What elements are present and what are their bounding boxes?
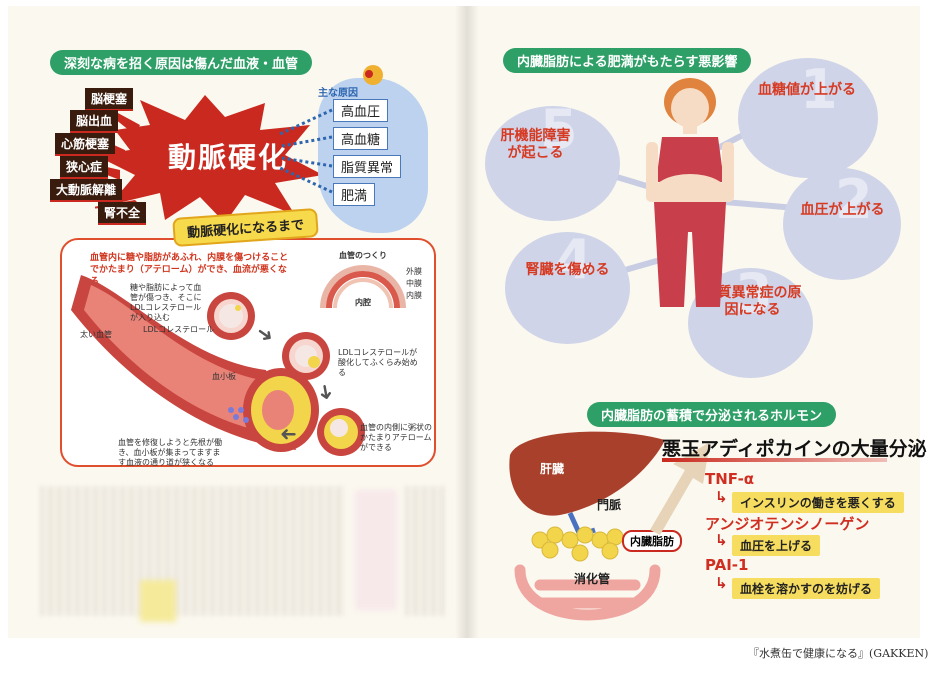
effect-label: 腎臓を傷める — [525, 262, 610, 278]
effect-label: 肝機能障害が起こる — [500, 128, 571, 161]
disease-tag: 狭心症 — [60, 156, 109, 179]
disease-tag: 心筋梗塞 — [55, 133, 116, 156]
disease-tag: 脳梗塞 — [85, 88, 134, 111]
cause-item: 高血糖 — [333, 127, 389, 150]
effect-bubble — [738, 58, 878, 178]
step2-text: LDLコレステロールが酸化してふくらみ始める — [338, 348, 418, 377]
blurred-body-text — [405, 486, 445, 616]
effect-number: 1 — [800, 58, 838, 121]
hormone-effect-arrow-icon: ↳ — [715, 488, 728, 506]
hormone-effect-arrow-icon: ↳ — [715, 574, 728, 592]
disease-tag: 脳出血 — [70, 110, 119, 133]
large-vessel-illustration — [71, 275, 319, 452]
causes-figure-icon — [363, 65, 383, 85]
vessel-structure-title: 血管のつくり — [339, 251, 387, 260]
cause-item: 脂質異常 — [333, 155, 402, 178]
main-causes-label: 主な原因 — [318, 88, 358, 99]
vessel-cross-section-step3 — [317, 408, 365, 456]
hormone-name: アンジオテンシノーゲン — [705, 515, 870, 533]
vessel-layer-label: 中膜 — [406, 279, 422, 288]
lumen-label: 内腔 — [355, 298, 371, 307]
hormone-effect: インスリンの働きを悪くする — [732, 492, 904, 513]
intestine-label: 消化管 — [574, 572, 611, 586]
headline-underline — [662, 458, 887, 462]
secretion-headline: 悪玉アディポカインの大量分泌 — [662, 438, 927, 460]
cause-item: 肥満 — [333, 183, 376, 206]
effect-label: 血糖値が上がる — [758, 82, 856, 98]
step4-text: 血管を修復しようと先根が働き、血小板が集まってますます血液の通り道が狭くなる — [118, 438, 222, 467]
book-fold — [455, 6, 479, 638]
right-section-title: 内臓脂肪による肥満がもたらす悪影響 — [503, 48, 752, 73]
visceral-fat-label: 内臓脂肪 — [622, 530, 682, 552]
disease-tag: 大動脈解離 — [50, 179, 123, 202]
left-section-title: 深刻な病を招く原因は傷んだ血液・血管 — [50, 50, 313, 75]
vessel-cross-section-step1 — [207, 292, 255, 340]
organ-illustration — [509, 431, 665, 621]
hormone-name: TNF-α — [705, 470, 755, 488]
step1-text: 糖や脂肪によって血管が傷つき、そこにLDLコレステロールが入り込む — [130, 283, 202, 322]
vessel-structure-diagram — [320, 265, 406, 309]
effect-label: 脂質異常症の原因になる — [703, 285, 802, 318]
platelet-label: 血小板 — [212, 372, 236, 381]
process-arrow-icon: ➜ — [280, 423, 297, 447]
ldl-label: LDLコレステロール — [143, 325, 215, 334]
hormone-section-title: 内臓脂肪の蓄積で分泌されるホルモン — [587, 402, 837, 427]
effect-bubble — [505, 232, 630, 344]
blurred-highlight — [140, 580, 176, 622]
hormone-effect-arrow-icon: ↳ — [715, 531, 728, 549]
vessel-cross-section-step2 — [282, 332, 330, 380]
step3-text: 血管の内側に粥状のかたまりアテロームができる — [360, 423, 432, 452]
cause-dotted-arrows — [279, 108, 333, 194]
secretion-arrow — [650, 442, 710, 535]
obese-person-illustration — [646, 78, 734, 307]
effect-number: 5 — [540, 98, 578, 161]
blurred-body-text — [40, 486, 345, 616]
hormone-name: PAI-1 — [705, 556, 749, 574]
effect-number: 3 — [735, 262, 773, 325]
portal-vein-label: 門脈 — [597, 498, 622, 512]
central-title: 動脈硬化 — [168, 141, 289, 174]
effect-number: 2 — [835, 168, 873, 231]
blurred-pink-note — [355, 490, 397, 610]
vessel-layer-label: 外膜 — [406, 267, 422, 276]
liver-label: 肝臓 — [540, 462, 565, 476]
effect-bubble — [783, 168, 901, 280]
vessel-layer-label: 内膜 — [406, 291, 422, 300]
hormone-effect: 血圧を上げる — [732, 535, 821, 556]
cause-item: 高血圧 — [333, 99, 389, 122]
effect-label: 血圧が上がる — [800, 202, 885, 218]
source-caption: 『水煮缶で健康になる』(GAKKEN) — [748, 647, 929, 660]
thick-vessel-label: 太い血管 — [80, 330, 112, 339]
disease-tag: 腎不全 — [98, 202, 147, 225]
effect-bubble — [485, 106, 620, 221]
effect-number: 4 — [555, 228, 593, 291]
hormone-effect: 血栓を溶かすのを妨げる — [732, 578, 881, 599]
